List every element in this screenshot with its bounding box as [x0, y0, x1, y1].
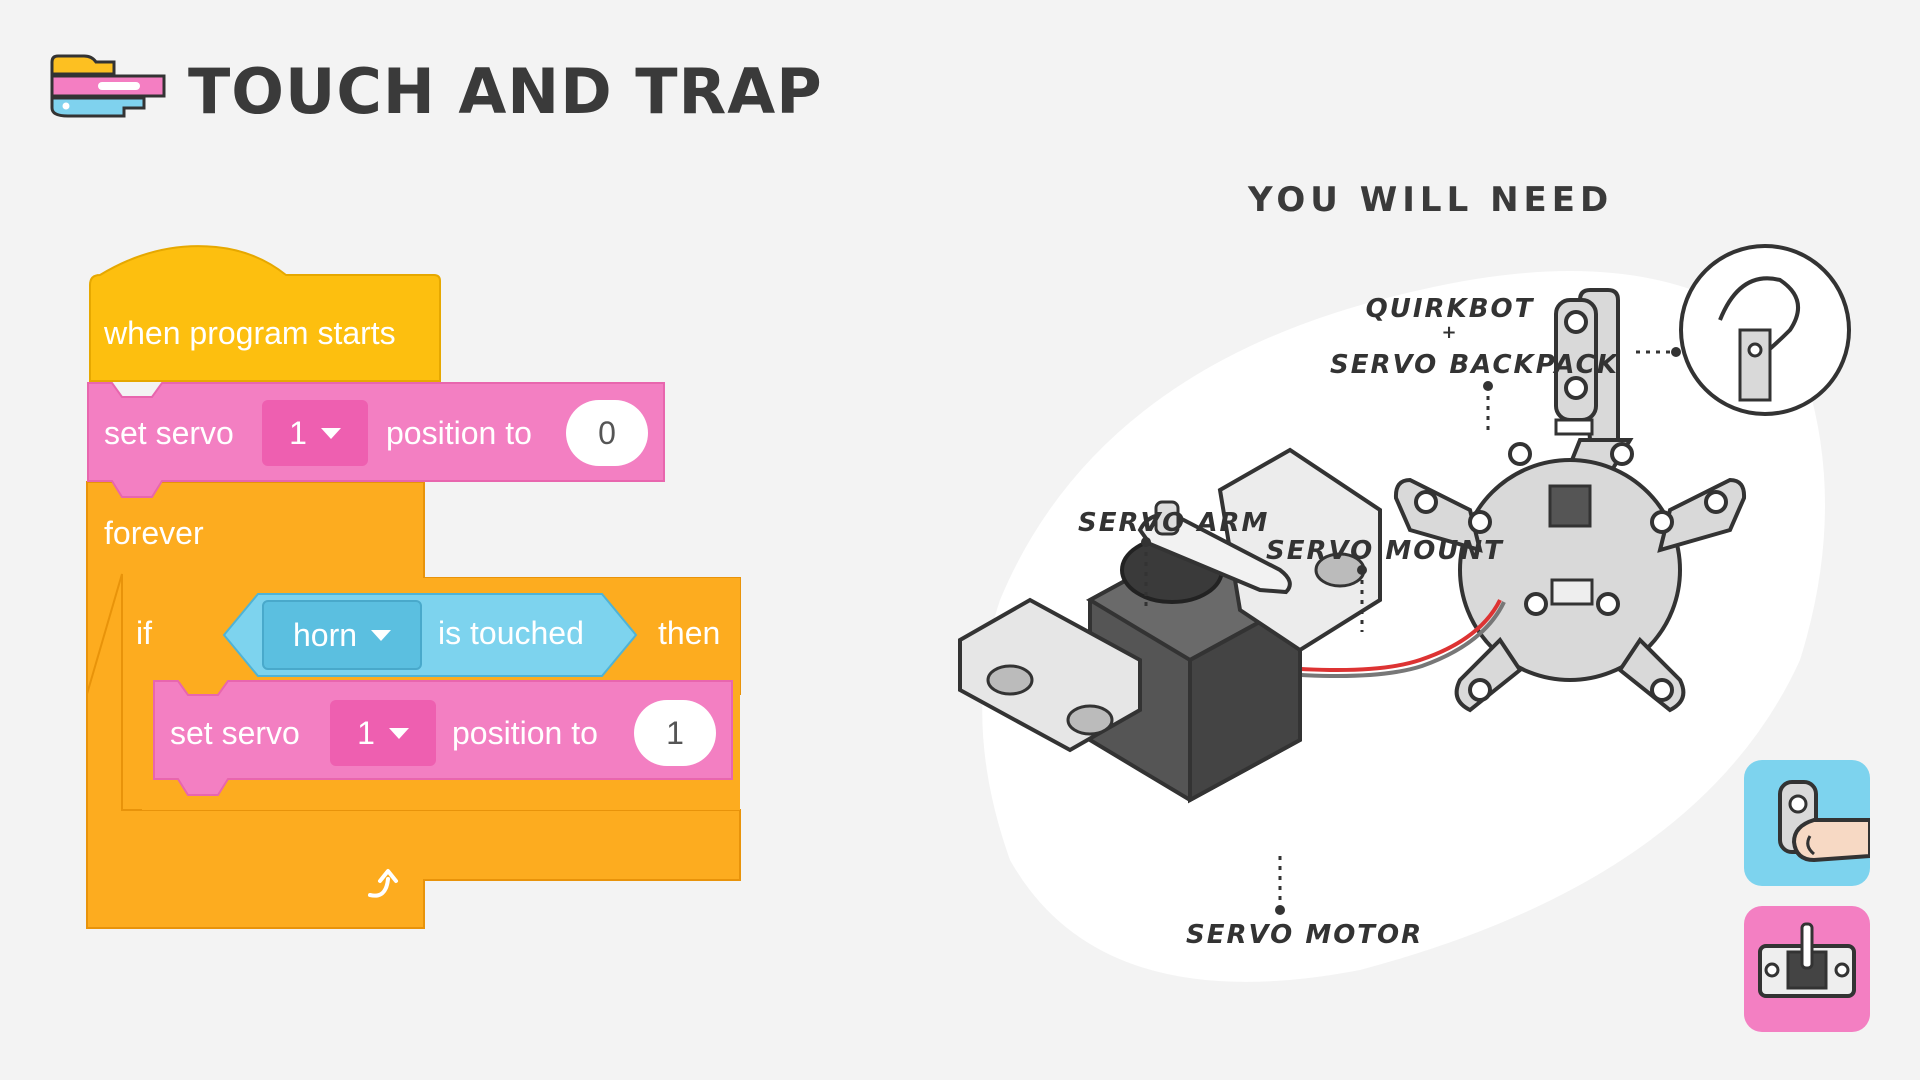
set-servo-block-shape	[153, 680, 733, 796]
servo-number-dropdown-2[interactable]: 1	[330, 700, 436, 766]
hat-block-shape	[89, 245, 441, 382]
set-servo-1-middle: position to	[386, 415, 532, 451]
position-input-2[interactable]: 1	[634, 700, 716, 766]
if-label: if	[136, 615, 152, 651]
sensor-dropdown[interactable]: horn	[262, 600, 422, 670]
page-title: TOUCH AND TRAP	[188, 55, 823, 128]
components-illustration	[958, 244, 1851, 982]
finger-touch-icon	[1778, 780, 1870, 863]
position-input-1[interactable]: 0	[566, 400, 648, 466]
code-area: when program starts forever if horn is t…	[86, 245, 746, 929]
detail-magnifier-icon	[1679, 244, 1851, 416]
servo-mount-icon	[1758, 922, 1856, 998]
servo-motor-icon	[1085, 536, 1305, 804]
quirkbot-board-icon	[1393, 288, 1747, 713]
chevron-down-icon	[320, 427, 341, 439]
label-servo-mount: SERVO MOUNT	[1266, 536, 1504, 566]
label-plus: +	[1441, 322, 1459, 343]
label-quirkbot: QUIRKBOT +	[1350, 294, 1550, 342]
you-will-need-heading: YOU WILL NEED	[1248, 180, 1614, 220]
servo-number-2-value: 1	[357, 714, 375, 751]
forever-label: forever	[104, 515, 204, 551]
chevron-down-icon	[388, 727, 409, 739]
servo-mount-icon	[958, 447, 1382, 753]
touch-sensor-tile[interactable]	[1744, 760, 1870, 886]
loop-arrow-icon	[368, 869, 398, 898]
servo-arm-icon	[1137, 500, 1292, 595]
label-servo-motor: SERVO MOTOR	[1186, 920, 1424, 950]
chevron-down-icon	[371, 629, 392, 641]
condition-label: is touched	[438, 615, 584, 651]
sensor-dropdown-label: horn	[292, 616, 358, 653]
hat-block-label: when program starts	[104, 315, 396, 351]
set-servo-block-shape	[87, 382, 665, 498]
set-servo-2-middle: position to	[452, 715, 598, 751]
servo-number-1-value: 1	[289, 414, 307, 451]
blocks-logo-icon	[50, 54, 166, 118]
set-servo-2-prefix: set servo	[170, 715, 300, 751]
servo-number-dropdown-1[interactable]: 1	[262, 400, 368, 466]
label-quirkbot-name: QUIRKBOT	[1365, 294, 1535, 324]
label-servo-arm: SERVO ARM	[1078, 508, 1270, 538]
label-servo-backpack: SERVO BACKPACK	[1330, 350, 1619, 380]
servo-tile[interactable]	[1744, 906, 1870, 1032]
set-servo-1-prefix: set servo	[104, 415, 234, 451]
then-label: then	[658, 615, 721, 651]
